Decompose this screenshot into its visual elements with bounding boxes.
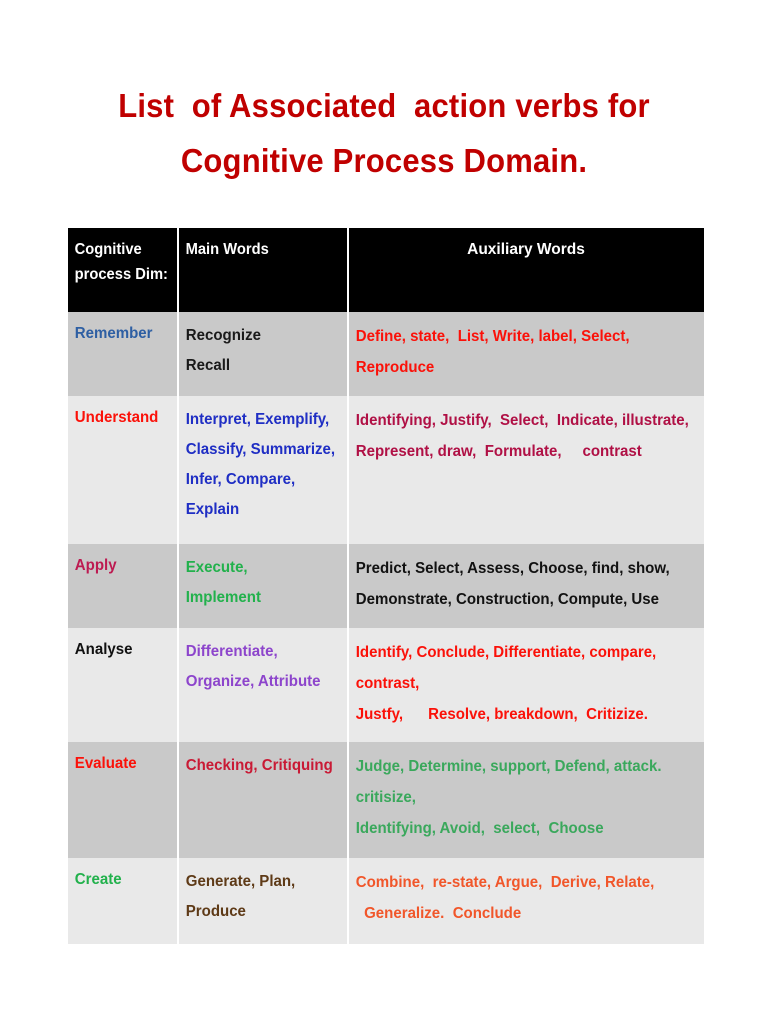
cell-dimension-understand: Understand	[68, 396, 176, 544]
cognitive-process-verbs-table: Cognitive process Dim: Main Words Auxili…	[68, 228, 704, 944]
aux-word-line: Represent, draw, Formulate, contrast	[355, 443, 642, 460]
cell-main-words-apply: Execute, Implement	[178, 544, 344, 628]
table-row: Evaluate Checking, Critiquing Judge, Det…	[68, 742, 704, 858]
page-title: List of Associated action verbs for Cogn…	[0, 78, 768, 188]
aux-word-line: contrast,	[355, 675, 420, 692]
column-header-main-words: Main Words	[178, 228, 341, 312]
table-header-row: Cognitive process Dim: Main Words Auxili…	[68, 228, 704, 312]
cell-main-words-evaluate: Checking, Critiquing	[178, 742, 344, 858]
aux-word-line: Predict, Select, Assess, Choose, find, s…	[355, 560, 670, 577]
column-header-dim-line-1: Cognitive	[74, 241, 142, 258]
table-row: Analyse Differentiate, Organize, Attribu…	[68, 628, 704, 742]
main-word-line: Infer, Compare,	[185, 471, 296, 488]
table-row: Apply Execute, Implement Predict, Select…	[68, 544, 704, 628]
table-row: Understand Interpret, Exemplify, Classif…	[68, 396, 704, 544]
cell-main-words-understand: Interpret, Exemplify, Classify, Summariz…	[178, 396, 344, 544]
main-word-line: Produce	[185, 903, 246, 920]
aux-word-line: Reproduce	[355, 359, 435, 376]
aux-word-line: Identifying, Justify, Select, Indicate, …	[355, 412, 689, 429]
cell-auxiliary-words-apply: Predict, Select, Assess, Choose, find, s…	[348, 544, 693, 628]
aux-word-line: Identifying, Avoid, select, Choose	[355, 820, 604, 837]
cell-auxiliary-words-create: Combine, re-state, Argue, Derive, Relate…	[348, 858, 693, 944]
main-word-line: Differentiate,	[185, 643, 278, 660]
aux-word-line: Define, state, List, Write, label, Selec…	[355, 328, 630, 345]
aux-word-line: Identify, Conclude, Differentiate, compa…	[355, 644, 657, 661]
main-word-line: Generate, Plan,	[185, 873, 296, 890]
page-title-line-1: List of Associated action verbs for	[118, 87, 650, 124]
main-word-line: Explain	[185, 501, 240, 518]
cell-auxiliary-words-evaluate: Judge, Determine, support, Defend, attac…	[348, 742, 693, 858]
aux-word-line: Judge, Determine, support, Defend, attac…	[355, 758, 662, 775]
aux-word-line: critisize,	[355, 789, 416, 806]
table-header: Cognitive process Dim: Main Words Auxili…	[68, 228, 704, 312]
main-word-line: Classify, Summarize,	[185, 441, 336, 458]
main-word-line: Checking, Critiquing	[185, 757, 333, 774]
table-body: Remember Recognize Recall Define, state,…	[68, 312, 704, 944]
cell-auxiliary-words-remember: Define, state, List, Write, label, Selec…	[348, 312, 693, 396]
main-word-line: Execute,	[185, 559, 248, 576]
main-word-line: Recognize	[185, 327, 261, 344]
table-row: Remember Recognize Recall Define, state,…	[68, 312, 704, 396]
main-word-line: Organize, Attribute	[185, 673, 321, 690]
cell-dimension-analyse: Analyse	[68, 628, 176, 742]
aux-word-line: Combine, re-state, Argue, Derive, Relate…	[355, 874, 655, 891]
cell-main-words-remember: Recognize Recall	[178, 312, 344, 396]
cell-main-words-create: Generate, Plan, Produce	[178, 858, 344, 944]
main-word-line: Recall	[185, 357, 231, 374]
main-word-line: Interpret, Exemplify,	[185, 411, 330, 428]
cell-dimension-create: Create	[68, 858, 176, 944]
cell-main-words-analyse: Differentiate, Organize, Attribute	[178, 628, 344, 742]
cell-dimension-evaluate: Evaluate	[68, 742, 176, 858]
page-title-line-2: Cognitive Process Domain.	[180, 142, 588, 179]
table-row: Create Generate, Plan, Produce Combine, …	[68, 858, 704, 944]
cell-auxiliary-words-understand: Identifying, Justify, Select, Indicate, …	[348, 396, 693, 544]
cell-auxiliary-words-analyse: Identify, Conclude, Differentiate, compa…	[348, 628, 693, 742]
column-header-dim-line-2: process Dim:	[74, 266, 168, 283]
aux-word-line: Justfy, Resolve, breakdown, Critizize.	[355, 706, 648, 723]
column-header-cognitive-process-dim: Cognitive process Dim:	[68, 228, 174, 312]
column-header-auxiliary-words: Auxiliary Words	[467, 241, 585, 258]
main-word-line: Implement	[185, 589, 261, 606]
aux-word-line: Demonstrate, Construction, Compute, Use	[355, 591, 660, 608]
cell-dimension-remember: Remember	[68, 312, 176, 396]
aux-word-line: Generalize. Conclude	[355, 905, 522, 922]
cell-dimension-apply: Apply	[68, 544, 176, 628]
